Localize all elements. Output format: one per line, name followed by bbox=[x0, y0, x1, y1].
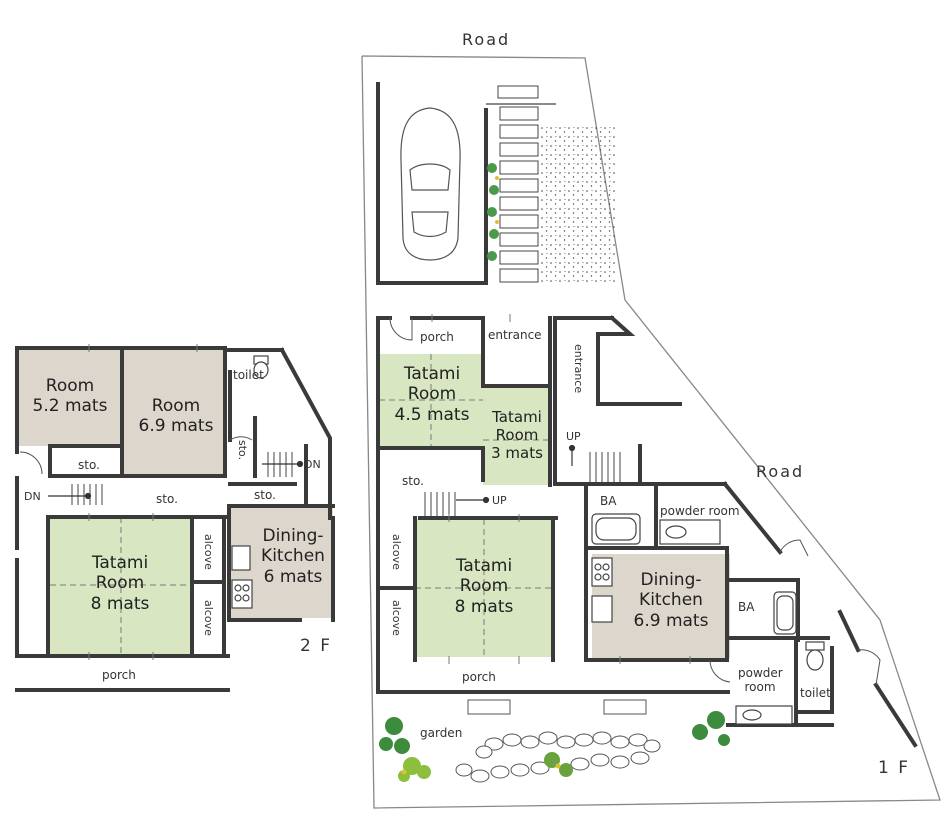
door-swings bbox=[19, 317, 881, 686]
grid-ticks bbox=[88, 314, 691, 664]
paving-stones bbox=[497, 85, 539, 283]
road-label-right: Road bbox=[756, 462, 805, 481]
porch-2f: porch bbox=[102, 668, 136, 682]
walls-1f bbox=[376, 82, 918, 748]
dining-1f-line2: Kitchen bbox=[639, 590, 703, 611]
gravel-area bbox=[540, 124, 615, 284]
room-6-9-size: 6.9 mats bbox=[138, 416, 214, 437]
dining-1f-line3: 6.9 mats bbox=[633, 610, 709, 631]
powder-room-1f-a: powder room bbox=[660, 504, 740, 518]
tatami-room-3: Tatami Room 3 mats bbox=[486, 408, 548, 462]
tatami-room-4-5: Tatami Room 4.5 mats bbox=[388, 364, 476, 425]
tatami-3-line1: Tatami bbox=[492, 408, 542, 426]
dining-1f-line1: Dining- bbox=[640, 570, 702, 590]
car-icon bbox=[400, 107, 461, 261]
room-6-9-mats: Room 6.9 mats bbox=[132, 396, 220, 437]
powder-b-line1: powder bbox=[738, 666, 783, 680]
room-5-2-mats: Room 5.2 mats bbox=[30, 376, 110, 417]
tatami-3-line3: 3 mats bbox=[491, 444, 543, 462]
room-5-2-size: 5.2 mats bbox=[32, 396, 108, 417]
storage-1f: sto. bbox=[402, 474, 424, 488]
tatami-room-2f-line1: Tatami bbox=[91, 553, 149, 573]
alcove-2f-b: alcove bbox=[202, 600, 216, 636]
dining-kitchen-2f: Dining- Kitchen 6 mats bbox=[254, 526, 332, 587]
tatami-8-line2: Room bbox=[459, 576, 509, 597]
tatami-grid bbox=[50, 354, 553, 657]
dn-2f-right: DN bbox=[304, 458, 321, 471]
stair-arrows bbox=[48, 444, 576, 504]
entrance-1f-a: entrance bbox=[488, 328, 542, 342]
dining-2f-line3: 6 mats bbox=[263, 566, 323, 587]
dining-2f-line1: Dining- bbox=[262, 526, 324, 546]
powder-b-line2: room bbox=[744, 680, 776, 695]
alcove-1f-b: alcove bbox=[390, 600, 404, 636]
up-1f-b: UP bbox=[492, 494, 507, 507]
road-label-top: Road bbox=[462, 30, 511, 49]
entrance-1f-b: entrance bbox=[572, 344, 586, 394]
floor-label-2f: 2 F bbox=[300, 636, 332, 656]
porch-1f-bottom: porch bbox=[462, 670, 496, 684]
tatami-room-2f-line3: 8 mats bbox=[90, 593, 150, 614]
tatami-8-line3: 8 mats bbox=[454, 596, 514, 617]
storage-2f-b: sto. bbox=[156, 492, 178, 506]
tatami-3-line2: Room bbox=[495, 426, 539, 444]
room-5-2-name: Room bbox=[45, 376, 95, 396]
powder-room-1f-b: powder room bbox=[738, 666, 783, 695]
bath-1f-a: BA bbox=[600, 494, 617, 508]
tatami-45-line2: Room bbox=[407, 384, 457, 405]
tatami-45-line1: Tatami bbox=[403, 364, 461, 384]
storage-2f-c: sto. bbox=[254, 488, 276, 502]
storage-2f-d: sto. bbox=[236, 440, 250, 461]
dining-2f-line2: Kitchen bbox=[261, 546, 325, 567]
alcove-2f-a: alcove bbox=[202, 534, 216, 570]
fixtures bbox=[231, 355, 825, 725]
toilet-1f-label: toilet bbox=[800, 686, 831, 700]
up-1f-a: UP bbox=[566, 430, 581, 443]
tatami-8-line1: Tatami bbox=[455, 556, 513, 576]
dn-2f-left: DN bbox=[24, 490, 41, 503]
garden-label: garden bbox=[420, 726, 463, 740]
bath-1f-b: BA bbox=[738, 600, 755, 614]
tatami-room-2f-line2: Room bbox=[95, 573, 145, 594]
tatami-room-1f-8: Tatami Room 8 mats bbox=[444, 556, 524, 617]
storage-2f-a: sto. bbox=[78, 458, 100, 472]
alcove-1f-a: alcove bbox=[390, 534, 404, 570]
room-6-9-name: Room bbox=[151, 396, 201, 416]
walls-2f bbox=[15, 346, 335, 692]
porch-1f-top: porch bbox=[420, 330, 454, 344]
lot-outline bbox=[361, 55, 941, 809]
garden-stones bbox=[455, 699, 661, 783]
plant-icons bbox=[379, 163, 730, 782]
dining-kitchen-1f: Dining- Kitchen 6.9 mats bbox=[626, 570, 716, 631]
floor-label-1f: 1 F bbox=[878, 758, 910, 778]
tatami-45-line3: 4.5 mats bbox=[394, 404, 470, 425]
toilet-2f-label: toilet bbox=[233, 368, 264, 382]
tatami-room-2f: Tatami Room 8 mats bbox=[80, 553, 160, 614]
